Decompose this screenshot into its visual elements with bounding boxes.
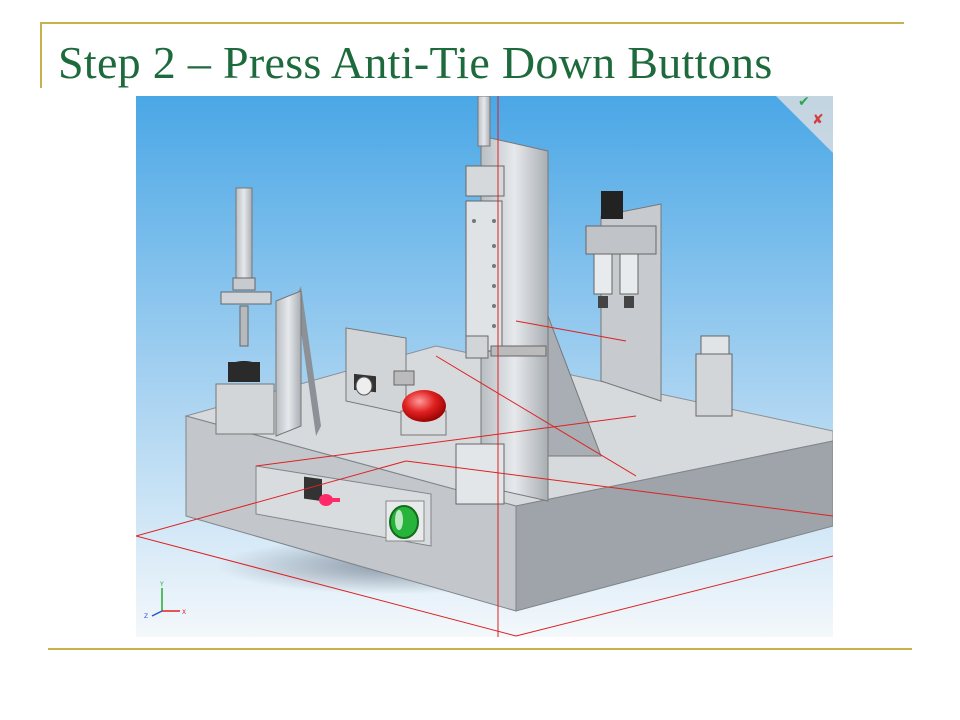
main-cylinder — [477, 96, 491, 147]
red-palm-button[interactable] — [400, 390, 447, 436]
coordinate-triad-icon: Y X Z — [144, 581, 186, 620]
top-rule — [40, 22, 904, 24]
cad-scene: ✔ ✘ Y X Z — [136, 96, 833, 637]
left-rule — [40, 22, 42, 88]
triad-x-label: X — [182, 609, 186, 616]
confirmation-corner: ✔ ✘ — [776, 96, 833, 153]
grid-lines — [136, 96, 833, 637]
sensor-block — [695, 335, 733, 417]
triad-y-label: Y — [159, 581, 164, 588]
cad-viewport[interactable]: ✔ ✘ Y X Z — [136, 96, 833, 637]
left-cylinder — [235, 187, 253, 279]
cancel-x-icon[interactable]: ✘ — [812, 112, 824, 128]
red-knob[interactable] — [319, 494, 340, 506]
slide-title: Step 2 – Press Anti-Tie Down Buttons — [58, 37, 773, 88]
base-right-face — [515, 440, 833, 612]
bottom-rule — [48, 648, 912, 650]
triad-z-label: Z — [144, 613, 148, 620]
counter-panel — [345, 327, 415, 415]
key-switch — [304, 476, 322, 502]
confirm-check-icon[interactable]: ✔ — [798, 96, 810, 110]
green-anti-tie-down-button[interactable] — [385, 500, 425, 542]
left-press-assembly — [215, 187, 321, 437]
air-regulator-assembly — [585, 191, 662, 402]
